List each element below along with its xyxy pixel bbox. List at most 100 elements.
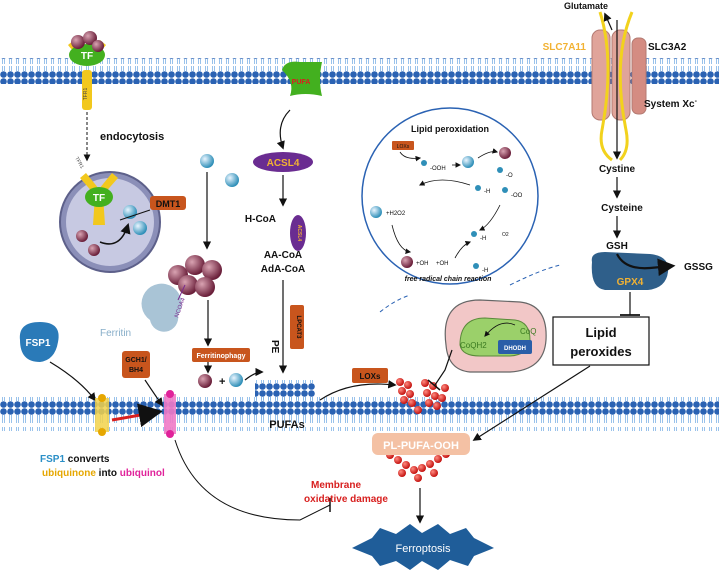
ferrous-iron-icon xyxy=(229,373,243,387)
iron-icon xyxy=(83,31,97,45)
cystine-label: Cystine xyxy=(599,164,636,175)
ferritin-label: Ferritin xyxy=(100,328,131,339)
iron-icon xyxy=(76,230,88,242)
endosome: TF TFR1 DMT1 xyxy=(59,156,186,273)
pufa-tag-label: PUFA xyxy=(292,79,311,86)
ferritinophagy-box xyxy=(192,348,250,362)
iron-icon xyxy=(198,374,212,388)
into-label: into xyxy=(96,468,120,479)
membrane-damage-label-2: oxidative damage xyxy=(304,494,388,505)
coq-label: CoQ xyxy=(520,327,536,336)
acsl4-small-oval xyxy=(290,215,306,251)
lipid-peroxides-label-1: Lipid xyxy=(585,325,616,340)
iron-icon xyxy=(88,244,100,256)
gpx4-label: GPX4 xyxy=(617,277,644,288)
fsp1-converts-b: converts xyxy=(65,454,110,465)
coqh2-label: CoQH2 xyxy=(460,341,487,350)
lp-h3-label: -H xyxy=(480,236,486,242)
svg-text:+: + xyxy=(219,376,225,388)
lipid-peroxides-label-2: peroxides xyxy=(570,344,631,359)
svg-text:FSP1 converts: FSP1 converts xyxy=(40,454,110,465)
loxs-label: LOXs xyxy=(360,372,381,381)
slc3a2-label: SLC3A2 xyxy=(648,42,687,53)
ferroptosis-burst xyxy=(352,524,494,570)
lipid-peroxides-box xyxy=(552,316,650,366)
system-xc-transporter xyxy=(591,11,647,162)
tf-label: TF xyxy=(81,51,93,62)
lipid-peroxidation-title: Lipid peroxidation xyxy=(411,124,489,134)
acsl4-oval xyxy=(253,152,313,172)
loxs-box xyxy=(352,368,388,383)
lpcat3-label: LPCAT3 xyxy=(295,316,301,340)
ferritin-cluster xyxy=(168,255,222,297)
gpx4-protein xyxy=(591,252,669,290)
ferrous-iron-icon xyxy=(225,173,239,187)
ferritinophagy-label: Ferritinophagy xyxy=(196,353,245,360)
gsh-label: GSH xyxy=(606,241,628,252)
iron-icon xyxy=(92,40,104,52)
fsp1-protein xyxy=(19,322,59,362)
aa-coa-label: AA-CoA xyxy=(264,250,302,261)
bottom-membrane xyxy=(0,397,719,431)
ubiquinol-label: ubiquinol xyxy=(120,468,165,479)
lp-h2o2-label: +H2O2 xyxy=(386,211,406,217)
mitochondrion: CoQH2 CoQ DHODH xyxy=(444,299,547,373)
system-xc-sup: - xyxy=(695,98,698,105)
dhodh-box xyxy=(498,340,532,354)
loxs-small-label: LOXs xyxy=(397,144,410,150)
lp-oh2-label: +OH xyxy=(436,261,449,267)
lipid-peroxidation-panel: Lipid peroxidation LOXs -OOH -O -H -OO +… xyxy=(361,107,539,285)
tf-label-endosome: TF xyxy=(93,193,105,204)
tfr1-label: TFR1 xyxy=(83,88,89,101)
peroxidized-lipid-cluster xyxy=(396,378,449,414)
lp-o2-label: O2 xyxy=(502,232,509,238)
autophagosome xyxy=(141,283,182,332)
pufa-membrane-protein xyxy=(282,61,322,96)
lp-oh1-label: +OH xyxy=(416,261,429,267)
ferrous-iron-icon xyxy=(133,221,147,235)
ferroptosis-label: Ferroptosis xyxy=(395,543,451,555)
pufas-label: PUFAs xyxy=(269,419,304,431)
svg-text:System Xc-: System Xc- xyxy=(644,98,698,110)
dhodh-label: DHODH xyxy=(504,346,526,352)
free-radical-label: free radical chain reaction xyxy=(405,276,492,283)
fsp1-conversion-arrow xyxy=(111,403,163,428)
gch1-bh4-box xyxy=(122,351,150,378)
system-xc-label: System Xc xyxy=(644,99,695,110)
ubiquinol-molecule xyxy=(164,390,176,438)
tfr1-label-endosome: TFR1 xyxy=(73,156,85,170)
gch1-label: GCH1/ xyxy=(125,357,146,364)
ubiquinone-molecule xyxy=(95,394,109,436)
membrane-damage-label-1: Membrane xyxy=(311,480,361,491)
lpcat3-box xyxy=(290,305,304,349)
ada-coa-label: AdA-CoA xyxy=(261,264,305,275)
lp-o-label: -O xyxy=(506,173,513,179)
h-coa-label: H-CoA xyxy=(245,214,276,225)
acsl4-label: ACSL4 xyxy=(267,158,300,169)
lp-h1-label: -H xyxy=(484,189,490,195)
pl-pufa-ooh-label: PL-PUFA-OOH xyxy=(383,440,459,452)
fsp1-label: FSP1 xyxy=(25,338,50,349)
slc7a11-label: SLC7A11 xyxy=(543,42,587,53)
endocytosis-label: endocytosis xyxy=(100,131,164,143)
dmt1-box xyxy=(150,196,186,210)
iron-icon xyxy=(71,35,85,49)
top-membrane xyxy=(0,58,719,84)
svg-text:ubiquinone into ubiquinol: ubiquinone into ubiquinol xyxy=(42,468,165,479)
ferrous-iron-icon xyxy=(200,154,214,168)
pl-pufa-ooh-box xyxy=(372,433,470,455)
lp-h4-label: -H xyxy=(482,268,488,274)
ubiquinone-label: ubiquinone xyxy=(42,468,96,479)
lp-oo-label: -OO xyxy=(511,193,523,199)
bh4-label: BH4 xyxy=(129,367,143,374)
dmt1-label: DMT1 xyxy=(156,199,181,209)
glutamate-label: Glutamate xyxy=(564,1,608,11)
pe-label: PE xyxy=(269,340,280,354)
pufa-membrane-patch xyxy=(255,380,315,400)
tfr1-receptor xyxy=(82,70,92,110)
tf-receptor-complex: TF TFR1 xyxy=(68,31,106,110)
cysteine-label: Cysteine xyxy=(601,203,643,214)
gssg-label: GSSG xyxy=(684,262,713,273)
